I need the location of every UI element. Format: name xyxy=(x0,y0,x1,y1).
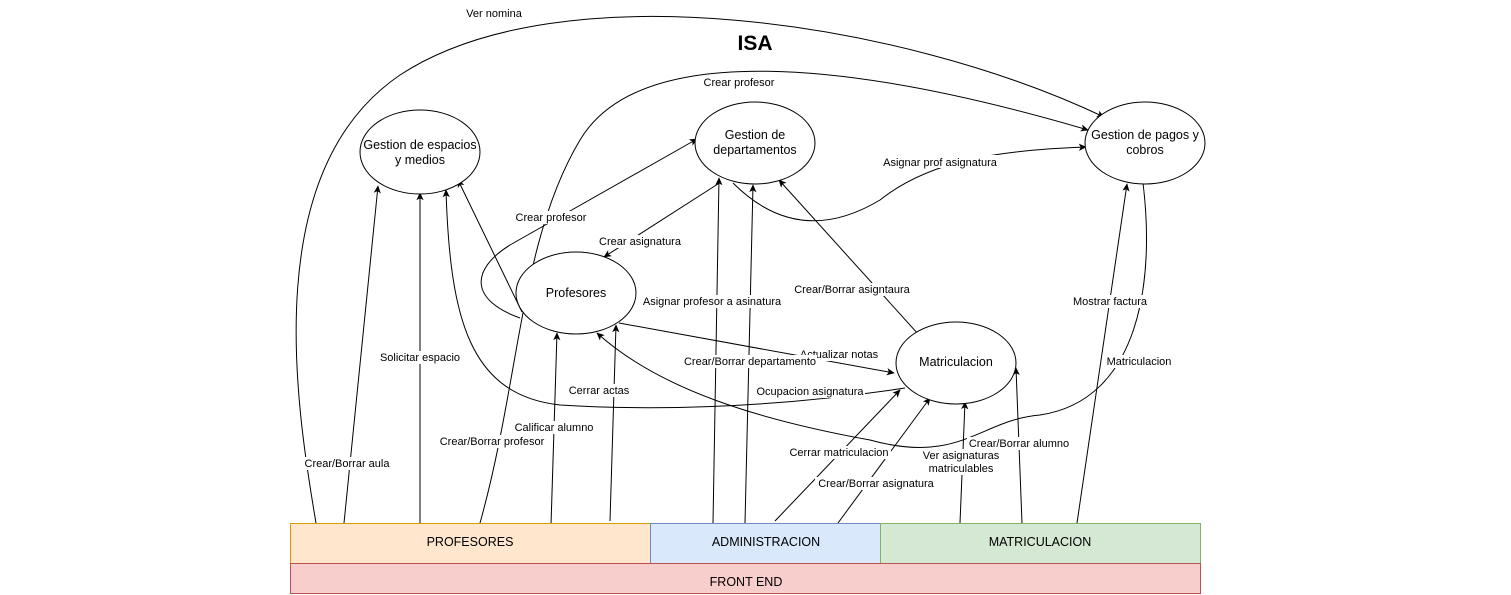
node-gestion-espacios-line2: y medios xyxy=(395,153,445,167)
label-ver-nomina: Ver nomina xyxy=(466,8,523,20)
node-profesores: Profesores xyxy=(515,251,637,335)
edge-labels: Ver nomina Crear profesor Asignar prof a… xyxy=(304,6,1173,490)
bar-front-end-label: FRONT END xyxy=(710,575,783,589)
edge-crear-borrar-asigntaura xyxy=(778,179,929,346)
bar-matriculacion-label: MATRICULACION xyxy=(989,535,1092,549)
label-crear-profesor-top: Crear profesor xyxy=(704,77,775,89)
label-crear-borrar-asigntaura: Crear/Borrar asigntaura xyxy=(794,284,910,296)
label-crear-borrar-alumno: Crear/Borrar alumno xyxy=(969,438,1069,450)
bar-administracion-label: ADMINISTRACION xyxy=(712,535,820,549)
edge-cerrar-actas xyxy=(609,324,620,522)
bottom-bars: PROFESORES ADMINISTRACION MATRICULACION … xyxy=(290,523,1201,594)
label-ver-asignaturas-line1: Ver asignaturas xyxy=(923,450,1000,462)
label-asignar-prof-asignatura: Asignar prof asignatura xyxy=(883,157,998,169)
label-crear-borrar-profesor: Crear/Borrar profesor xyxy=(440,436,545,448)
node-gestion-espacios-line1: Gestion de espacios xyxy=(363,138,476,152)
bar-administracion xyxy=(650,523,881,564)
label-calificar-alumno: Calificar alumno xyxy=(515,422,594,434)
diagram-title: ISA xyxy=(737,32,772,55)
edge-ver-nomina xyxy=(295,15,1105,524)
label-mostrar-factura: Mostrar factura xyxy=(1073,296,1148,308)
edge-actualizar-notas xyxy=(618,322,895,376)
label-ocupacion-asignatura: Ocupacion asignatura xyxy=(756,386,864,398)
edge-crear-borrar-asignatura xyxy=(837,397,931,524)
label-actualizar-notas: Actualizar notas xyxy=(800,349,879,361)
bar-matriculacion xyxy=(880,523,1201,564)
edge-crear-borrar-departamento-1 xyxy=(712,177,723,524)
bar-profesores-label: PROFESORES xyxy=(427,535,514,549)
label-crear-asignatura: Crear asignatura xyxy=(599,236,682,248)
edge-ocupacion-asignatura xyxy=(442,189,906,409)
edge-crear-borrar-aula xyxy=(343,185,381,524)
edge-matriculacion xyxy=(596,182,1147,448)
node-gestion-departamentos: Gestion de departamentos xyxy=(694,101,816,185)
edge-crear-profesor-left xyxy=(480,138,698,319)
node-matriculacion-label: Matriculacion xyxy=(919,355,993,369)
node-gestion-departamentos-line1: Gestion de xyxy=(725,128,786,142)
label-asignar-profesor-asinatura: Asignar profesor a asinatura xyxy=(643,296,782,308)
node-gestion-pagos-line1: Gestion de pagos y xyxy=(1091,128,1199,142)
node-gestion-pagos: Gestion de pagos y cobros xyxy=(1084,101,1206,185)
node-gestion-pagos-line2: cobros xyxy=(1126,143,1164,157)
bar-front-end xyxy=(290,563,1201,594)
edge-crear-profesor-top xyxy=(479,70,1089,524)
label-crear-borrar-aula: Crear/Borrar aula xyxy=(305,458,391,470)
label-matriculacion: Matriculacion xyxy=(1107,356,1172,368)
label-crear-borrar-asignatura: Crear/Borrar asignatura xyxy=(818,478,934,490)
label-ver-asignaturas-line2: matriculables xyxy=(929,463,994,475)
label-cerrar-actas: Cerrar actas xyxy=(569,385,630,397)
edge-crear-borrar-departamento-2 xyxy=(744,184,757,524)
label-cerrar-matriculacion: Cerrar matriculacion xyxy=(789,447,888,459)
node-gestion-departamentos-line2: departamentos xyxy=(713,143,796,157)
node-gestion-espacios: Gestion de espacios y medios xyxy=(359,109,481,195)
edge-mostrar-factura xyxy=(1076,183,1130,524)
edge-profesores-espacios xyxy=(457,179,523,313)
edge-asignar-prof-asignatura xyxy=(732,143,1087,222)
label-crear-profesor-left: Crear profesor xyxy=(516,212,587,224)
label-solicitar-espacio: Solicitar espacio xyxy=(380,352,460,364)
node-matriculacion: Matriculacion xyxy=(895,321,1017,405)
label-crear-borrar-departamento: Crear/Borrar departamento xyxy=(684,356,816,368)
node-profesores-label: Profesores xyxy=(546,286,606,300)
